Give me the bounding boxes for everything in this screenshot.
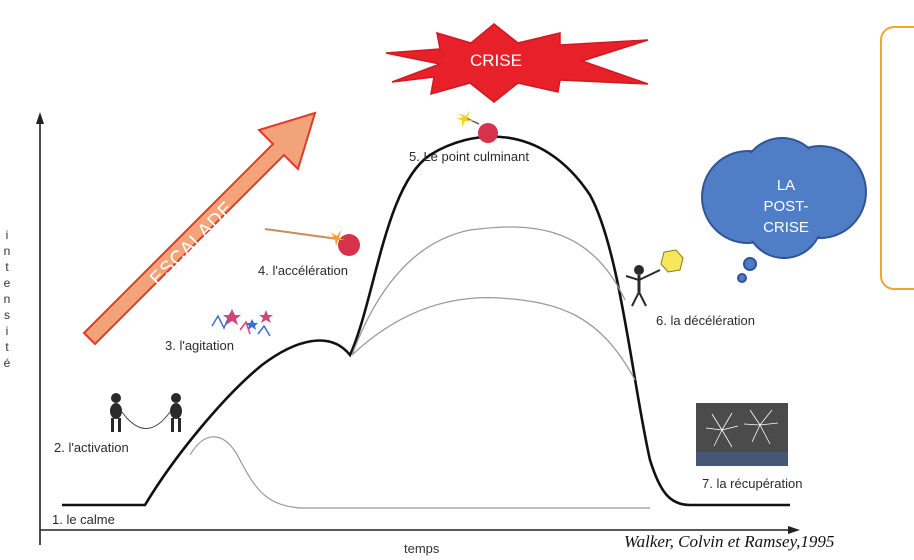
- post-crise-line: POST-: [763, 198, 809, 215]
- bomb-fuse-icon: [264, 228, 360, 256]
- y-axis-letter: e: [3, 276, 11, 290]
- y-axis-letter: t: [5, 260, 9, 274]
- stage-label-agitation: 3. l'agitation: [165, 338, 234, 353]
- y-axis-letter: s: [4, 308, 10, 322]
- fireworks-image: [696, 403, 788, 466]
- person-lamp-icon: [625, 249, 684, 307]
- bomb-peak-icon: [456, 110, 498, 143]
- stage-label-point-culminant: 5. Le point culminant: [409, 149, 529, 164]
- intensity-curve-secondary-1: [351, 226, 626, 356]
- intensity-curve-main: [62, 135, 790, 507]
- stage-label-calme: 1. le calme: [52, 512, 115, 527]
- post-crise-line: LA: [776, 177, 796, 194]
- sparkles-icon: [211, 309, 273, 337]
- x-axis-arrowhead: [788, 526, 800, 534]
- post-crise-line: CRISE: [763, 219, 809, 236]
- post-crise-label: LA POST- CRISE: [746, 175, 826, 238]
- y-axis-arrowhead: [36, 112, 44, 124]
- y-axis-letter: n: [3, 244, 11, 258]
- intensity-curve-secondary-2: [351, 296, 636, 381]
- y-axis-letter: n: [3, 292, 11, 306]
- y-axis-letter: é: [3, 356, 11, 370]
- x-axis-label: temps: [404, 541, 440, 556]
- two-figures-icon: [110, 393, 182, 432]
- stage-label-deceleration: 6. la décélération: [656, 313, 756, 328]
- intensity-curve-secondary-3: [189, 436, 650, 509]
- crise-label: CRISE: [470, 51, 522, 70]
- crise-burst-shape: [385, 23, 649, 103]
- note-box: [880, 26, 914, 290]
- escalade-arrow: [82, 111, 317, 346]
- y-axis-letter: t: [5, 340, 9, 354]
- y-axis-letter: i: [5, 228, 9, 242]
- stage-label-acceleration: 4. l'accélération: [258, 263, 348, 278]
- citation: Walker, Colvin et Ramsey,1995: [624, 532, 835, 551]
- post-crise-cloud-fill: [704, 140, 864, 256]
- stage-label-recuperation: 7. la récupération: [702, 476, 803, 491]
- y-axis-letter: i: [5, 324, 9, 338]
- stage-label-activation: 2. l'activation: [54, 440, 129, 455]
